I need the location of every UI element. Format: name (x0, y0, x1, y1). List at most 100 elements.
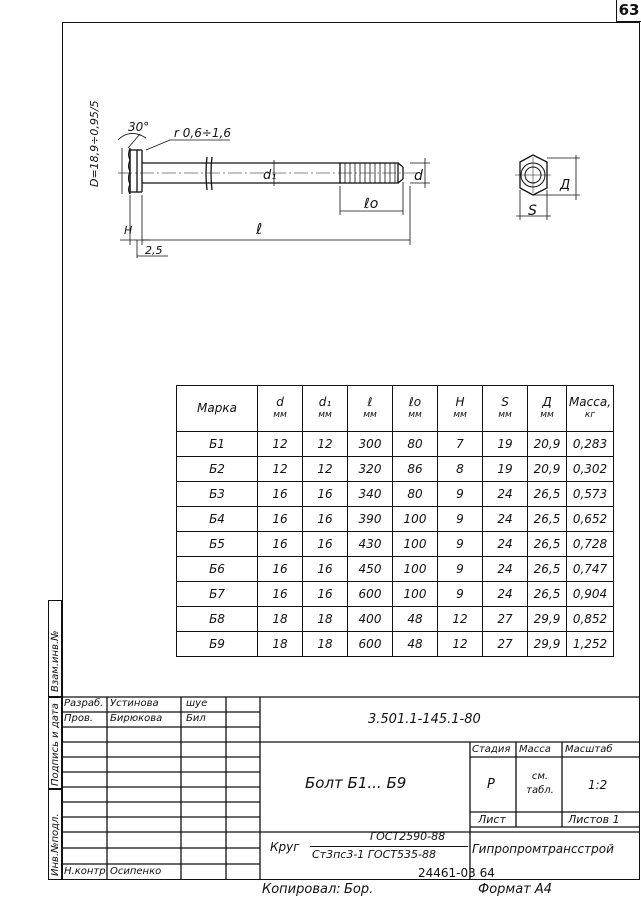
table-cell: 9 (437, 581, 483, 607)
masshtab-value: 1:2 (588, 778, 608, 792)
list-label: Лист (478, 813, 506, 826)
table-cell: 16 (302, 581, 348, 607)
table-cell: 24 (482, 506, 528, 532)
table-cell: 430 (347, 531, 393, 557)
side-stamp-zam (48, 600, 62, 697)
table-cell: 320 (347, 456, 393, 482)
drawing-title: Болт Б1... Б9 (305, 774, 407, 792)
table-cell: Б8 (176, 606, 258, 632)
table-cell: 8 (437, 456, 483, 482)
table-cell: 0,573 (566, 481, 614, 507)
drawing-frame (62, 22, 640, 880)
table-cell: 26,5 (527, 481, 567, 507)
table-cell: 390 (347, 506, 393, 532)
table-cell: 12 (302, 431, 348, 457)
material-grade: Ст3пс3-1 ГОСТ535-88 (312, 848, 436, 861)
table-cell: 27 (482, 631, 528, 657)
kopiroval-label: Копировал: (262, 882, 341, 897)
table-cell: 19 (482, 431, 528, 457)
table-cell: 80 (392, 481, 438, 507)
table-cell: 16 (302, 506, 348, 532)
table-cell: 300 (347, 431, 393, 457)
d-end-label: d (414, 168, 423, 184)
table-cell: 400 (347, 606, 393, 632)
material-standard: ГОСТ2590-88 (370, 830, 446, 843)
nkontr-name: Осипенко (110, 866, 162, 877)
angle-label: 30° (128, 120, 150, 134)
table-cell: 7 (437, 431, 483, 457)
stadia-value: Р (487, 777, 495, 792)
organization: Гипропромтрансстрой (472, 842, 614, 856)
side-label-sign: Подпись и дата (50, 703, 61, 786)
kopiroval-signature: Бор. (344, 882, 374, 897)
table-cell: 26,5 (527, 531, 567, 557)
table-cell: 48 (392, 606, 438, 632)
table-cell: 16 (257, 531, 303, 557)
table-cell: 9 (437, 556, 483, 582)
side-stamp-inv (48, 789, 62, 880)
razrab-name: Устинова (110, 698, 159, 709)
format-label: Формат А4 (478, 882, 553, 897)
table-cell: 18 (257, 606, 303, 632)
table-cell: 26,5 (527, 556, 567, 582)
table-cell: 16 (257, 581, 303, 607)
table-cell: 24 (482, 581, 528, 607)
table-cell: 100 (392, 506, 438, 532)
table-cell: 24 (482, 481, 528, 507)
table-cell: 0,747 (566, 556, 614, 582)
prov-label: Пров. (64, 713, 94, 724)
table-cell: 86 (392, 456, 438, 482)
table-cell: 100 (392, 581, 438, 607)
table-cell: 20,9 (527, 456, 567, 482)
table-cell: 24 (482, 531, 528, 557)
table-cell: 1,252 (566, 631, 614, 657)
table-cell: Б6 (176, 556, 258, 582)
masshtab-label: Масштаб (565, 744, 613, 755)
massa-value: см. табл. (526, 771, 554, 796)
table-cell: 0,728 (566, 531, 614, 557)
material-divider (310, 846, 468, 847)
table-cell: 12 (302, 456, 348, 482)
page-number: 63 (616, 0, 641, 22)
table-cell: 27 (482, 606, 528, 632)
l0-label: ℓo (364, 196, 379, 212)
table-cell: 29,9 (527, 606, 567, 632)
table-cell: Б1 (176, 431, 258, 457)
table-cell: 600 (347, 631, 393, 657)
stadia-label: Стадия (472, 744, 511, 755)
side-label-zam: Взам.инв.№ (50, 630, 61, 692)
table-cell: 16 (302, 531, 348, 557)
nkontr-label: Н.контр. (64, 866, 109, 877)
table-cell: 340 (347, 481, 393, 507)
table-cell: 18 (302, 606, 348, 632)
header-cell: Масса,кг (566, 385, 614, 432)
table-cell: 20,9 (527, 431, 567, 457)
table-cell: 0,852 (566, 606, 614, 632)
table-cell: 26,5 (527, 581, 567, 607)
listov-label: Листов 1 (568, 813, 620, 826)
side-stamp-sign (48, 697, 62, 789)
table-cell: Б2 (176, 456, 258, 482)
table-cell: 0,283 (566, 431, 614, 457)
table-cell: 0,302 (566, 456, 614, 482)
archive-number: 24461-03 64 (418, 866, 495, 880)
table-cell: 16 (302, 481, 348, 507)
table-cell: 80 (392, 431, 438, 457)
table-cell: 16 (257, 481, 303, 507)
table-cell: 12 (257, 431, 303, 457)
table-cell: 12 (437, 631, 483, 657)
table-cell: 29,9 (527, 631, 567, 657)
table-cell: 9 (437, 506, 483, 532)
